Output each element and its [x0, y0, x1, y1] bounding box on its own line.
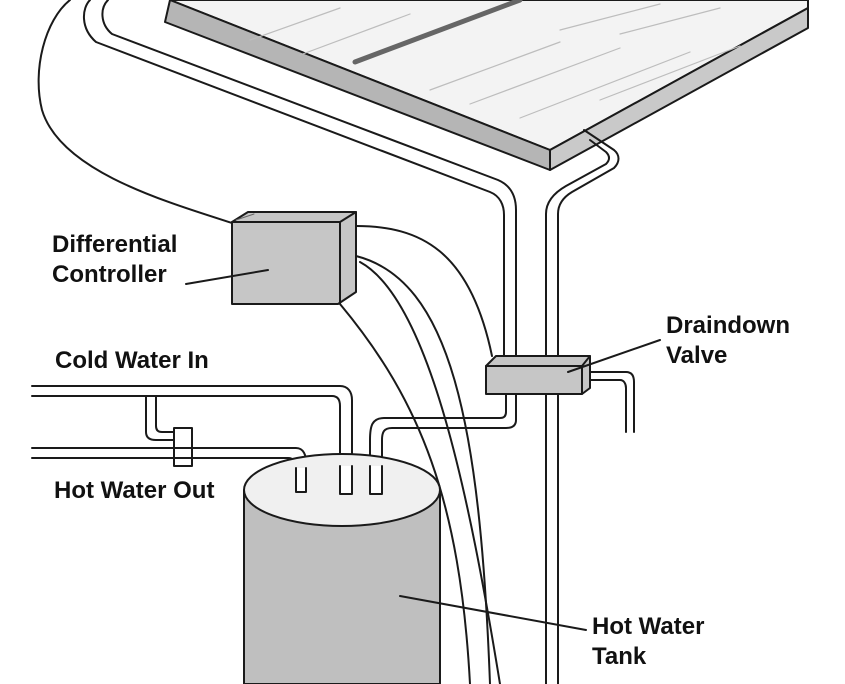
collector-return-pipe-inner	[545, 139, 610, 684]
leader-tank	[399, 595, 587, 631]
collector-return-pipe	[557, 129, 620, 684]
valve-to-tank-pipe-inner	[369, 393, 507, 491]
tank-pipe-stubs	[295, 465, 383, 495]
collector-side-edge	[549, 7, 809, 171]
controller-wire-valve	[355, 225, 493, 357]
cold-water-in-pipe-inner	[31, 395, 341, 491]
cold-water-branch-inner	[155, 395, 177, 433]
differential-controller-box	[231, 211, 357, 305]
hot-water-tank	[243, 453, 441, 684]
valve-to-tank-pipe	[381, 393, 517, 491]
label-draindown-valve-line1: Draindown	[666, 312, 790, 339]
label-differential-controller: Differential Controller	[52, 230, 177, 290]
collector-divider	[352, 0, 523, 65]
sensor-wire-collector	[37, 0, 233, 224]
label-cold-water-in: Cold Water In	[55, 347, 209, 374]
controller-wire-tank	[339, 303, 471, 684]
label-hot-water-tank: Hot Water Tank	[592, 612, 704, 672]
label-draindown-valve: Draindown Valve	[666, 311, 790, 371]
leader-valve	[567, 339, 661, 373]
label-differential-controller-line2: Controller	[52, 261, 167, 288]
cold-water-branch	[145, 395, 177, 441]
leader-controller	[185, 269, 269, 285]
valve-drain-outlet	[589, 371, 635, 433]
solar-collector-panel	[164, 0, 809, 171]
label-differential-controller-line1: Differential	[52, 231, 178, 258]
collector-supply-pipe-inner	[101, 0, 517, 361]
collector-supply-pipe	[83, 0, 505, 361]
cold-water-in-pipe	[31, 385, 353, 491]
label-hot-water-tank-line2: Tank	[592, 643, 647, 670]
draindown-valve-body	[485, 355, 591, 395]
collector-hatching	[249, 3, 741, 119]
controller-wire-right	[355, 255, 491, 684]
label-draindown-valve-line2: Valve	[666, 342, 728, 369]
valve-drain-outlet-inner	[589, 379, 627, 433]
label-hot-water-tank-line1: Hot Water	[592, 613, 705, 640]
label-hot-water-out: Hot Water Out	[54, 477, 215, 504]
